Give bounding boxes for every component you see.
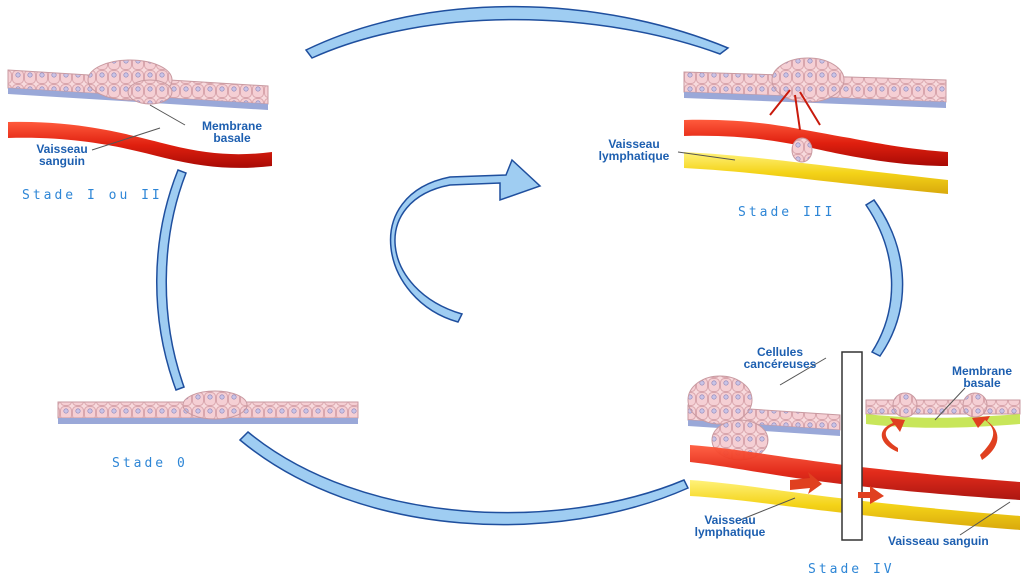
stage-3-illustration (677, 57, 948, 194)
stage-label-3: Stade III (738, 205, 836, 220)
annotation-membrane-basale-4: Membrane basale (938, 365, 1026, 389)
cycle-arc-right (864, 198, 904, 357)
annotation-line: basale (213, 131, 251, 145)
annotation-vaisseau-lymphatique-4: Vaisseau lymphatique (688, 514, 772, 538)
inner-curved-arrow (389, 158, 542, 323)
stage-4-divider-bar (841, 351, 863, 541)
annotation-line: lymphatique (598, 149, 670, 163)
annotation-vaisseau-sanguin-4: Vaisseau sanguin (888, 534, 989, 548)
red-flow-arrows (790, 416, 998, 504)
stage-4-illustration (687, 351, 1021, 541)
stage-12-illustration (7, 59, 272, 168)
annotation-line: lymphatique (694, 525, 766, 539)
annotation-vaisseau-lymphatique-3: Vaisseau lymphatique (592, 138, 676, 162)
annotation-line: Vaisseau (608, 137, 660, 151)
annotation-line: sanguin (38, 154, 85, 168)
annotation-line: Membrane (951, 364, 1013, 378)
annotation-line: Membrane (201, 119, 263, 133)
stage-label-1-2: Stade I ou II (22, 188, 163, 203)
annotation-cellules-cancereuses: Cellules cancéreuses (732, 346, 828, 370)
annotation-vaisseau-sanguin-12: Vaisseau sanguin (30, 143, 94, 167)
stage-label-0: Stade 0 (112, 456, 188, 471)
annotation-membrane-basale-12: Membrane basale (194, 120, 270, 144)
stage-0-illustration (57, 390, 359, 424)
cycle-arc-top (304, 5, 730, 59)
annotation-line: Cellules (756, 345, 804, 359)
annotation-line: Vaisseau (704, 513, 756, 527)
annotation-line: Vaisseau (36, 142, 88, 156)
annotation-line: basale (963, 376, 1001, 390)
annotation-line: cancéreuses (743, 357, 817, 371)
cycle-arc-bottom (238, 430, 690, 526)
cycle-arc-left (156, 169, 187, 391)
stage-label-4: Stade IV (808, 562, 895, 577)
cycle-arrow (156, 5, 904, 526)
